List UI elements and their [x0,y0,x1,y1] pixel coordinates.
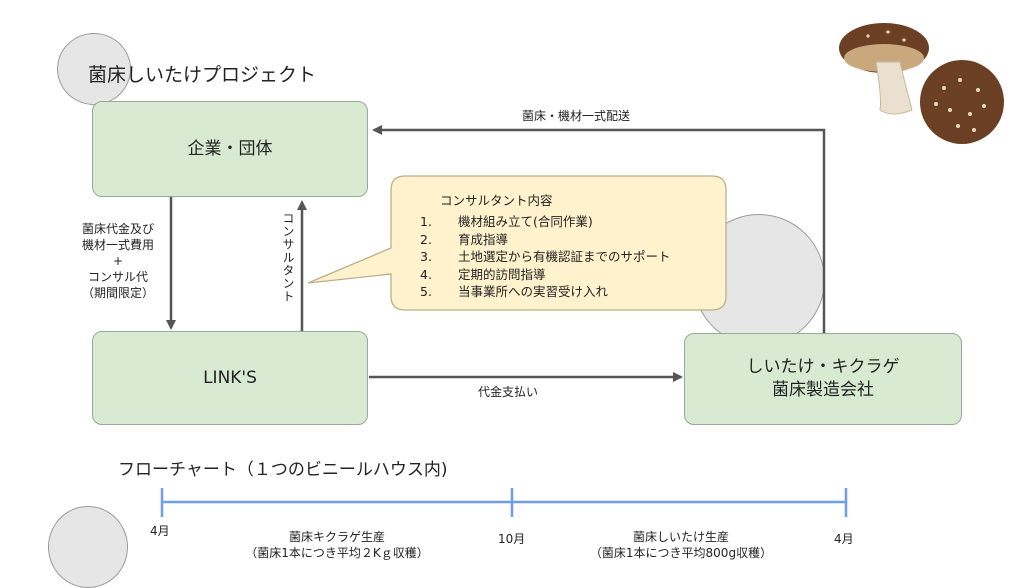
decorative-circle [57,33,131,105]
phase-label-kikurage: 菌床キクラゲ生産 （菌床1本につき平均２Kｇ収穫） [245,530,429,560]
edge-label-costs: 菌床代金及び 機材一式費用 + コンサル代 （期間限定） [81,222,154,300]
arrows-layer [160,125,848,517]
list-item: 4.定期的訪問指導 [420,266,546,282]
list-item: 2.育成指導 [420,231,509,247]
edge-label-payment: 代金支払い [478,385,539,399]
callout-list: 1.機材組み立て(合同作業) 2.育成指導 3.土地選定から有機認証までのサポー… [420,213,671,301]
project-title: 菌床しいたけプロジェクト [88,64,317,86]
shiitake-illustration [839,23,1004,144]
timeline-tick-label: 4月 [834,532,854,546]
callout-title: コンサルタント内容 [440,193,553,208]
node-links: LINK'S [92,331,368,425]
list-item: 5.当事業所への実習受け入れ [420,284,609,299]
node-factory-label: しいたけ・キクラゲ 菌床製造会社 [746,357,900,400]
list-item: 1.機材組み立て(合同作業) [420,214,593,229]
flowchart-title: フローチャート（１つのビニールハウス内) [118,460,448,480]
list-item: 3.土地選定から有機認証までのサポート [420,249,671,264]
edge-label-consultant: コンサルタント [281,212,295,303]
timeline-tick-label: 4月 [150,524,170,538]
node-factory: しいたけ・キクラゲ 菌床製造会社 [684,333,962,425]
timeline-tick-label: 10月 [498,532,526,546]
callout-bubble [307,175,727,311]
node-company: 企業・団体 [92,101,368,197]
edge-label-delivery: 菌床・機材一式配送 [522,109,631,123]
node-links-label: LINK'S [203,367,257,388]
phase-label-shiitake: 菌床しいたけ生産 （菌床1本につき平均800g収穫） [589,530,773,560]
arrow-delivery [372,125,826,333]
node-company-label: 企業・団体 [187,138,273,159]
